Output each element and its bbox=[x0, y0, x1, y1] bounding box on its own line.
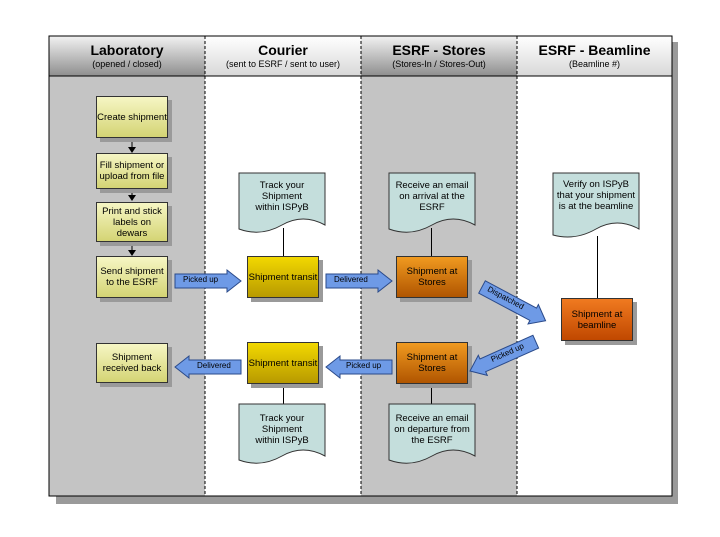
doc-label: Verify on ISPyB that your shipment is at… bbox=[556, 178, 636, 212]
lane-subtitle: (opened / closed) bbox=[92, 59, 162, 69]
shipment-at-beamline: Shipment at beamline bbox=[561, 298, 633, 341]
picked-up-arrow-3: Picked up bbox=[325, 354, 393, 380]
connector-line bbox=[597, 236, 598, 298]
lane-header-stores: ESRF - Stores (Stores-In / Stores-Out) bbox=[361, 36, 517, 76]
step-label: Shipment transit bbox=[248, 357, 318, 369]
connector-line bbox=[431, 384, 432, 404]
step-label: Print and stick labels on dewars bbox=[102, 205, 162, 239]
step-label: Send shipment to the ESRF bbox=[100, 266, 164, 288]
verify-beamline-doc: Verify on ISPyB that your shipment is at… bbox=[552, 172, 640, 238]
step-label: Shipment transit bbox=[248, 271, 318, 283]
step-label: Shipment at Stores bbox=[406, 352, 458, 374]
arrow-label: Delivered bbox=[197, 361, 231, 370]
delivered-arrow-1: Delivered bbox=[325, 268, 393, 294]
delivered-arrow-2: Delivered bbox=[174, 354, 242, 380]
arrow-label: Delivered bbox=[334, 275, 368, 284]
connector-line bbox=[283, 384, 284, 404]
arrow-label: Picked up bbox=[346, 361, 382, 370]
shipment-at-stores-bottom: Shipment at Stores bbox=[396, 342, 468, 384]
email-arrival-doc: Receive an email on arrival at the ESRF bbox=[388, 172, 476, 233]
shipment-transit-bottom: Shipment transit bbox=[247, 342, 319, 384]
track-shipment-doc-bottom: Track your Shipment within ISPyB bbox=[238, 403, 326, 464]
step-label: Fill shipment or upload from file bbox=[99, 160, 165, 182]
picked-up-arrow-2: Picked up bbox=[466, 332, 541, 381]
shipment-received-step: Shipment received back bbox=[96, 343, 168, 383]
shipment-transit-top: Shipment transit bbox=[247, 256, 319, 298]
doc-label: Receive an email on arrival at the ESRF bbox=[395, 179, 469, 213]
lane-header-courier: Courier (sent to ESRF / sent to user) bbox=[205, 36, 361, 76]
track-shipment-doc-top: Track your Shipment within ISPyB bbox=[238, 172, 326, 233]
lane-subtitle: (Beamline #) bbox=[568, 59, 621, 69]
lane-subtitle: (Stores-In / Stores-Out) bbox=[392, 59, 486, 69]
step-label: Shipment at Stores bbox=[406, 266, 458, 288]
lane-title: ESRF - Beamline bbox=[538, 42, 651, 58]
step-label: Shipment received back bbox=[102, 352, 162, 374]
lane-header-laboratory: Laboratory (opened / closed) bbox=[49, 36, 205, 76]
print-labels-step: Print and stick labels on dewars bbox=[96, 202, 168, 242]
arrow-label: Picked up bbox=[183, 275, 219, 284]
email-departure-doc: Receive an email on departure from the E… bbox=[388, 403, 476, 464]
create-shipment-step: Create shipment bbox=[96, 96, 168, 138]
connector-line bbox=[431, 228, 432, 256]
lane-title: Laboratory bbox=[90, 42, 164, 58]
doc-label: Track your Shipment within ISPyB bbox=[255, 179, 309, 213]
send-shipment-step: Send shipment to the ESRF bbox=[96, 256, 168, 298]
step-label: Create shipment bbox=[97, 111, 167, 123]
fill-shipment-step: Fill shipment or upload from file bbox=[96, 153, 168, 189]
connector-line bbox=[283, 228, 284, 256]
doc-label: Receive an email on departure from the E… bbox=[394, 412, 470, 446]
shipment-at-stores-top: Shipment at Stores bbox=[396, 256, 468, 298]
lane-header-beamline: ESRF - Beamline (Beamline #) bbox=[517, 36, 672, 76]
lane-title: ESRF - Stores bbox=[392, 42, 486, 58]
dispatched-arrow: Dispatched bbox=[477, 277, 551, 330]
step-label: Shipment at beamline bbox=[571, 308, 623, 331]
lane-title: Courier bbox=[258, 42, 308, 58]
lane-subtitle: (sent to ESRF / sent to user) bbox=[225, 59, 341, 69]
picked-up-arrow-1: Picked up bbox=[174, 268, 242, 294]
doc-label: Track your Shipment within ISPyB bbox=[255, 412, 309, 446]
